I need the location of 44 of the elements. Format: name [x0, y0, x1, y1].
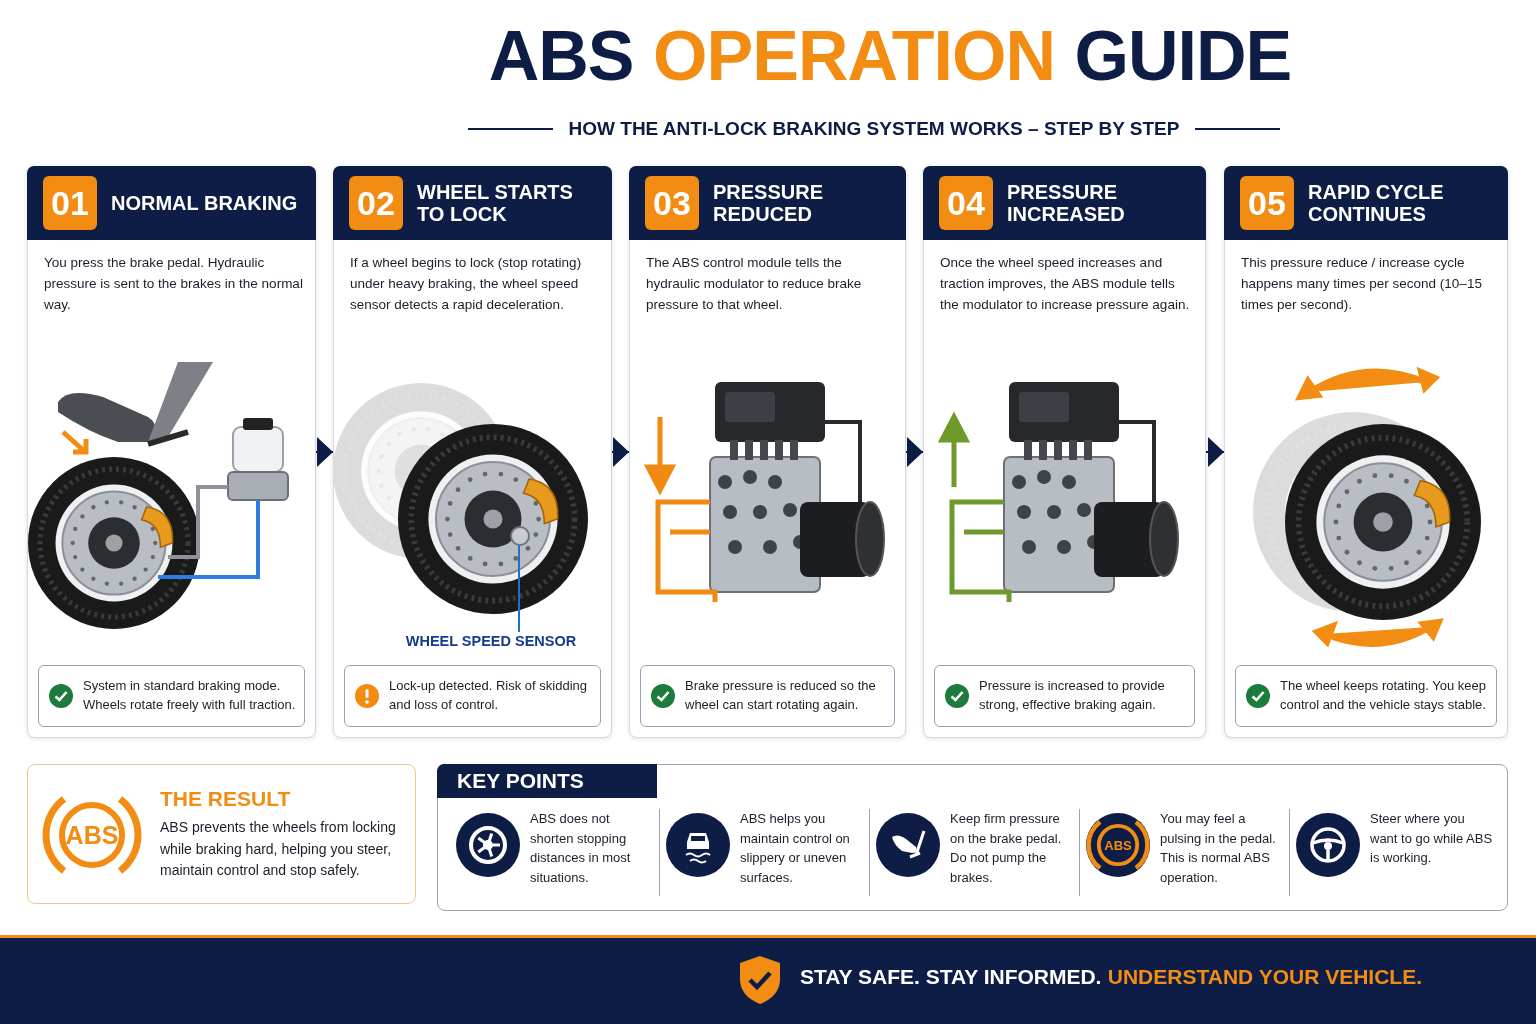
- status-text: Brake pressure is reduced so the wheel can start rotating again.: [685, 677, 877, 714]
- step-description: If a wheel begins to lock (stop rotating) under heavy braking, the wheel speed sensor detects a rapid deceleration.: [350, 254, 583, 314]
- result-heading: THE RESULT: [160, 787, 291, 811]
- step-card: [923, 166, 1206, 738]
- step-card: [333, 166, 612, 738]
- page-title: ABS OPERATION GUIDE: [487, 16, 1293, 97]
- step-description: The ABS control module tells the hydraulic modulator to reduce brake pressure to that wheel.: [646, 254, 863, 314]
- key-points-heading: KEY POINTS: [437, 764, 657, 798]
- step-heading: RAPID CYCLE CONTINUES: [1308, 181, 1445, 225]
- step-heading: PRESSURE REDUCED: [713, 181, 825, 225]
- step-heading: NORMAL BRAKING: [111, 192, 298, 214]
- step-number: 01: [43, 176, 97, 230]
- key-point-text: ABS does not shorten stopping distances in most situations.: [530, 810, 632, 887]
- result-card: [27, 764, 416, 904]
- abs-warning-icon: ABS: [1086, 813, 1150, 877]
- key-point-text: Keep firm pressure on the brake pedal. Do not pump the brakes.: [950, 810, 1063, 887]
- step-number: 05: [1240, 176, 1294, 230]
- key-points-panel: [437, 764, 1508, 911]
- step-heading: WHEEL STARTS TO LOCK: [417, 181, 574, 225]
- step-heading: PRESSURE INCREASED: [1007, 181, 1126, 225]
- result-text: ABS prevents the wheels from locking while braking hard, helping you steer, maintain control and stop safely.: [160, 818, 397, 881]
- step-number: 03: [645, 176, 699, 230]
- step-card: [1224, 166, 1508, 738]
- step-number: 02: [349, 176, 403, 230]
- key-point-text: You may feel a pulsing in the pedal. This is normal ABS operation.: [1160, 810, 1277, 887]
- status-text: Lock-up detected. Risk of skidding and loss of control.: [389, 677, 588, 714]
- step-arrow: [905, 437, 924, 467]
- status-text: Pressure is increased to provide strong, effective braking again.: [979, 677, 1166, 714]
- key-point-text: ABS helps you maintain control on slippery or uneven surfaces.: [740, 810, 851, 887]
- step-arrow: [1205, 437, 1225, 467]
- footer-slogan: STAY SAFE. STAY INFORMED. UNDERSTAND YOUR VEHICLE.: [800, 965, 1423, 989]
- key-point-text: Steer where you want to go while ABS is working.: [1370, 810, 1493, 867]
- status-text: System in standard braking mode. Wheels rotate freely with full traction.: [83, 677, 296, 714]
- step-description: This pressure reduce / increase cycle happens many times per second (10–15 times per second).: [1241, 254, 1483, 314]
- subtitle: HOW THE ANTI-LOCK BRAKING SYSTEM WORKS – STEP BY STEP: [568, 118, 1180, 140]
- status-text: The wheel keeps rotating. You keep control and the vehicle stays stable.: [1280, 677, 1487, 714]
- step-arrow: [315, 437, 334, 467]
- step-arrow: [611, 437, 630, 467]
- step-description: You press the brake pedal. Hydraulic pressure is sent to the brakes in the normal way.: [44, 254, 303, 314]
- step-card: [27, 166, 316, 738]
- step-card: [629, 166, 906, 738]
- step-description: Once the wheel speed increases and traction improves, the ABS module tells the modulator to increase pressure again.: [940, 254, 1191, 314]
- step-number: 04: [939, 176, 993, 230]
- part-label: WHEEL SPEED SENSOR: [401, 633, 581, 653]
